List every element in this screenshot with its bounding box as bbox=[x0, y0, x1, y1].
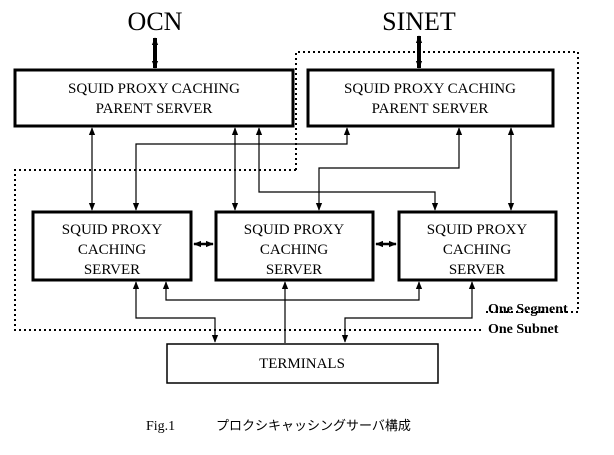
parent-server-sinet: SQUID PROXY CACHING PARENT SERVER bbox=[306, 68, 555, 128]
parent-server-label: PARENT SERVER bbox=[372, 101, 489, 117]
network-label-sinet: SINET bbox=[382, 7, 456, 36]
caching-server-label: SQUID PROXY bbox=[427, 222, 528, 238]
parent-server-label: SQUID PROXY CACHING bbox=[68, 81, 240, 97]
network-label-ocn: OCN bbox=[128, 7, 183, 36]
caching-server-label: SQUID PROXY bbox=[244, 222, 345, 238]
caching-server-2: SQUID PROXY CACHING SERVER bbox=[214, 210, 375, 282]
segment-label: One Segment bbox=[488, 302, 568, 317]
caching-server-label: CACHING bbox=[260, 242, 329, 258]
caching-server-label: SQUID PROXY bbox=[62, 222, 163, 238]
terminal-links bbox=[132, 281, 476, 343]
caching-server-label: CACHING bbox=[443, 242, 512, 258]
figure-number: Fig.1 bbox=[146, 419, 175, 434]
caching-server-1: SQUID PROXY CACHING SERVER bbox=[31, 210, 193, 282]
caching-server-label: SERVER bbox=[266, 262, 322, 278]
subnet-label: One Subnet bbox=[488, 322, 559, 337]
terminals-box: TERMINALS bbox=[166, 343, 439, 384]
parent-server-ocn: SQUID PROXY CACHING PARENT SERVER bbox=[13, 68, 295, 128]
caching-server-3: SQUID PROXY CACHING SERVER bbox=[397, 210, 558, 282]
parent-child-links bbox=[88, 127, 515, 211]
caching-server-label: CACHING bbox=[78, 242, 147, 258]
segment-boundary bbox=[295, 51, 579, 313]
terminals-label: TERMINALS bbox=[259, 356, 345, 372]
parent-server-label: PARENT SERVER bbox=[96, 101, 213, 117]
caching-server-label: SERVER bbox=[449, 262, 505, 278]
figure-title: プロクシキャッシングサーバ構成 bbox=[216, 419, 411, 434]
caching-server-label: SERVER bbox=[84, 262, 140, 278]
parent-server-label: SQUID PROXY CACHING bbox=[344, 81, 516, 97]
